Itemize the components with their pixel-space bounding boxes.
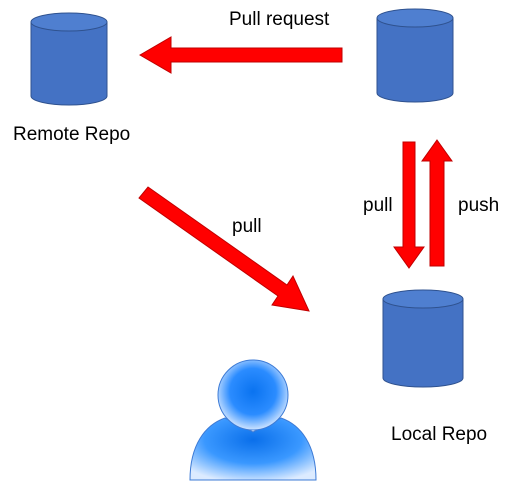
local-repo-label: Local Repo [391, 424, 487, 445]
remote-repo-label: Remote Repo [13, 124, 130, 145]
pull-vertical-label: pull [363, 195, 393, 216]
remote-repo-cylinder-icon [30, 12, 108, 106]
pull-diagonal-label: pull [232, 216, 262, 237]
fork-repo-cylinder-icon [376, 8, 454, 103]
user-person-icon [189, 359, 317, 481]
push-up-arrow [421, 139, 453, 267]
pull-request-label: Pull request [229, 9, 330, 30]
push-label: push [458, 195, 499, 216]
pull-request-arrow [139, 36, 343, 74]
pull-diagonal-arrow [138, 186, 310, 312]
pull-down-arrow [393, 141, 425, 269]
local-repo-cylinder-icon [382, 289, 464, 388]
